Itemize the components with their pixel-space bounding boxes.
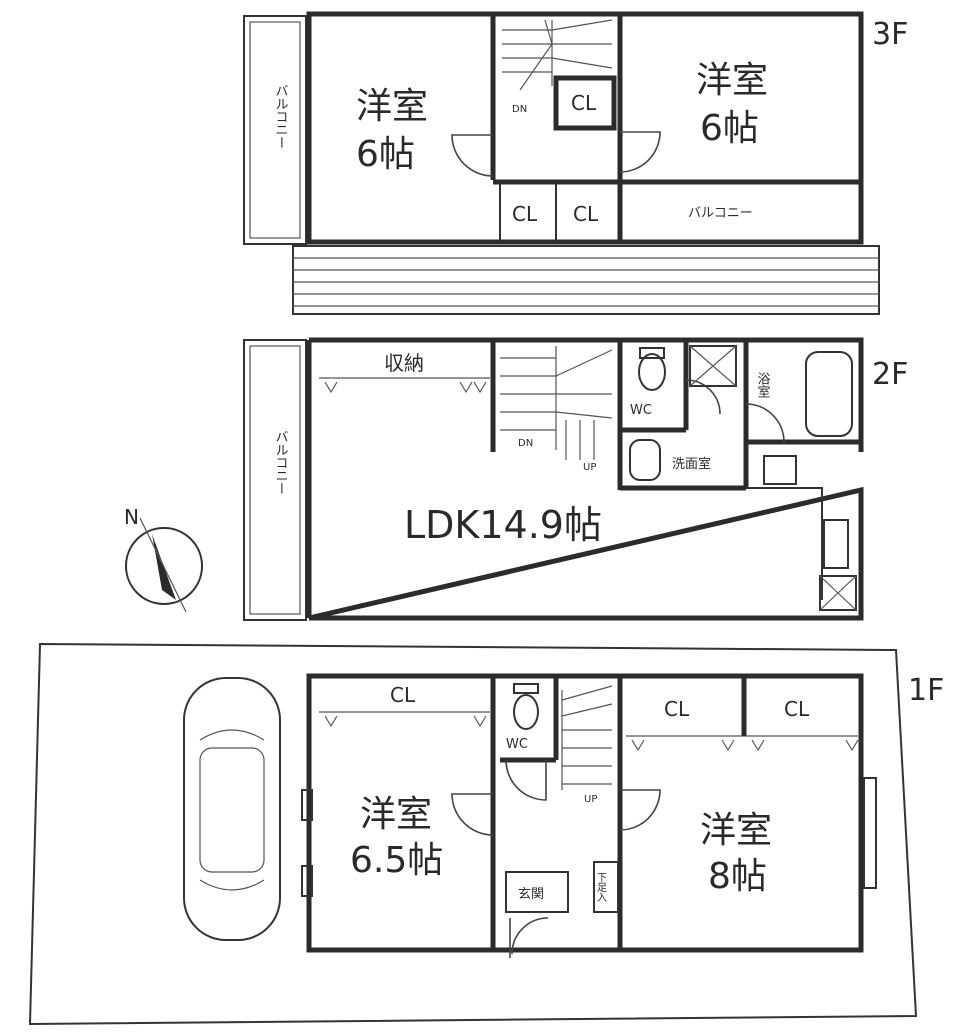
roof-3f xyxy=(292,245,880,315)
stove-2f-icon xyxy=(763,455,797,485)
room-3f-left-name: 洋室 xyxy=(356,86,428,127)
stairs-1f xyxy=(561,685,613,790)
door-3f-right xyxy=(619,131,661,173)
shoe-storage-1f-label: 下足入 xyxy=(595,872,607,902)
room-3f-right-size: 6帖 xyxy=(700,108,759,149)
closet-3f-b: CL xyxy=(573,202,599,226)
closet-3f-center xyxy=(553,75,617,131)
floor-1-label: 1F xyxy=(908,673,944,708)
stair-up-1f: UP xyxy=(584,794,597,805)
lot-boundary xyxy=(28,642,918,1026)
door-3f-left xyxy=(451,134,494,177)
toilet-2f-icon xyxy=(638,353,666,391)
sink-2f-icon xyxy=(629,439,661,481)
floor-2: バルコニー 収納 DN UP W xyxy=(243,337,908,621)
floor-2-label: 2F xyxy=(872,357,908,392)
compass-north-label: N xyxy=(124,505,139,529)
shoe-storage-1f xyxy=(593,861,619,913)
stairs-3f xyxy=(502,19,613,91)
stairs-2f xyxy=(500,346,613,460)
storage-2f-label: 収納 xyxy=(384,351,424,375)
washroom-2f-label: 洗面室 xyxy=(672,456,711,472)
balcony-3f-left xyxy=(243,15,307,245)
closet-1f-top: CL xyxy=(390,683,416,707)
ldk-2f-label: LDK14.9帖 xyxy=(404,503,602,547)
entrance-1f xyxy=(505,871,569,913)
walls-3f xyxy=(306,11,864,245)
closet-1f-right-1: CL xyxy=(664,697,690,721)
pantry-2f-icon xyxy=(819,575,857,611)
entrance-1f-label: 玄関 xyxy=(518,887,544,902)
floor-3-label: 3F xyxy=(872,17,908,52)
balcony-3f-left-label: バルコニー xyxy=(273,84,289,149)
stair-dn-3f: DN xyxy=(512,104,527,115)
stair-dn-2f: DN xyxy=(518,438,533,449)
bath-2f-label: 浴室 xyxy=(755,372,771,398)
floor-1: CL WC UP CL CL 玄関 下足入 xyxy=(28,642,944,1026)
room-3f-left-size: 6帖 xyxy=(356,134,415,175)
walls-2f xyxy=(308,337,864,621)
closet-3f-a: CL xyxy=(512,202,538,226)
closet-1f-right-2: CL xyxy=(784,697,810,721)
room-1f-left-size: 6.5帖 xyxy=(350,840,443,881)
room-1f-right-name: 洋室 xyxy=(700,810,772,851)
compass-icon: N xyxy=(124,505,203,613)
balcony-2f xyxy=(243,339,307,621)
floor-3: バルコニー DN CL CL CL バルコニー xyxy=(243,11,908,315)
car-icon xyxy=(183,677,281,941)
wc-2f-label: WC xyxy=(630,403,652,418)
svg-text:CL: CL xyxy=(571,91,597,115)
walls-1f xyxy=(306,673,864,953)
fridge-2f-icon xyxy=(823,519,849,569)
room-1f-right-size: 8帖 xyxy=(708,856,767,897)
toilet-1f-icon xyxy=(513,694,539,730)
room-3f-right-name: 洋室 xyxy=(696,60,768,101)
wc-1f-label: WC xyxy=(506,737,528,752)
washer-2f-icon xyxy=(689,345,737,387)
stair-up-2f: UP xyxy=(583,462,596,473)
room-1f-left-name: 洋室 xyxy=(360,794,432,835)
bathtub-2f-icon xyxy=(805,351,853,437)
balcony-2f-label: バルコニー xyxy=(273,430,289,495)
balcony-3f-right-label: バルコニー xyxy=(688,206,753,221)
